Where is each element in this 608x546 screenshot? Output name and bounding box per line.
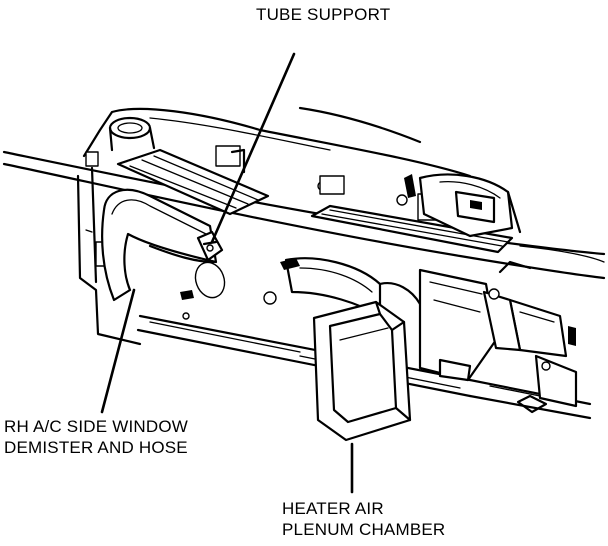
leader-demister <box>100 288 136 414</box>
label-plenum-line2: PLENUM CHAMBER <box>282 520 446 539</box>
label-plenum-chamber: HEATER AIR PLENUM CHAMBER <box>282 498 445 540</box>
defroster-vent-right <box>310 204 514 254</box>
label-tube-support: TUBE SUPPORT <box>256 4 390 25</box>
round-duct-outlet <box>108 116 156 152</box>
tube-support-clip <box>196 230 224 262</box>
label-tube-support-text: TUBE SUPPORT <box>256 5 391 24</box>
shaded-detail <box>180 174 576 346</box>
right-mechanism <box>418 260 578 414</box>
label-demister-line1: RH A/C SIDE WINDOW <box>4 417 188 436</box>
label-demister-hose: RH A/C SIDE WINDOW DEMISTER AND HOSE <box>4 416 188 458</box>
leader-tube-support <box>210 52 296 244</box>
demister-hose <box>101 188 226 302</box>
label-demister-line2: DEMISTER AND HOSE <box>4 438 188 457</box>
label-plenum-line1: HEATER AIR <box>282 499 384 518</box>
center-duct <box>284 257 422 318</box>
plenum-chamber <box>312 300 412 442</box>
leader-lines <box>100 52 354 494</box>
lower-crossbar <box>136 314 592 420</box>
